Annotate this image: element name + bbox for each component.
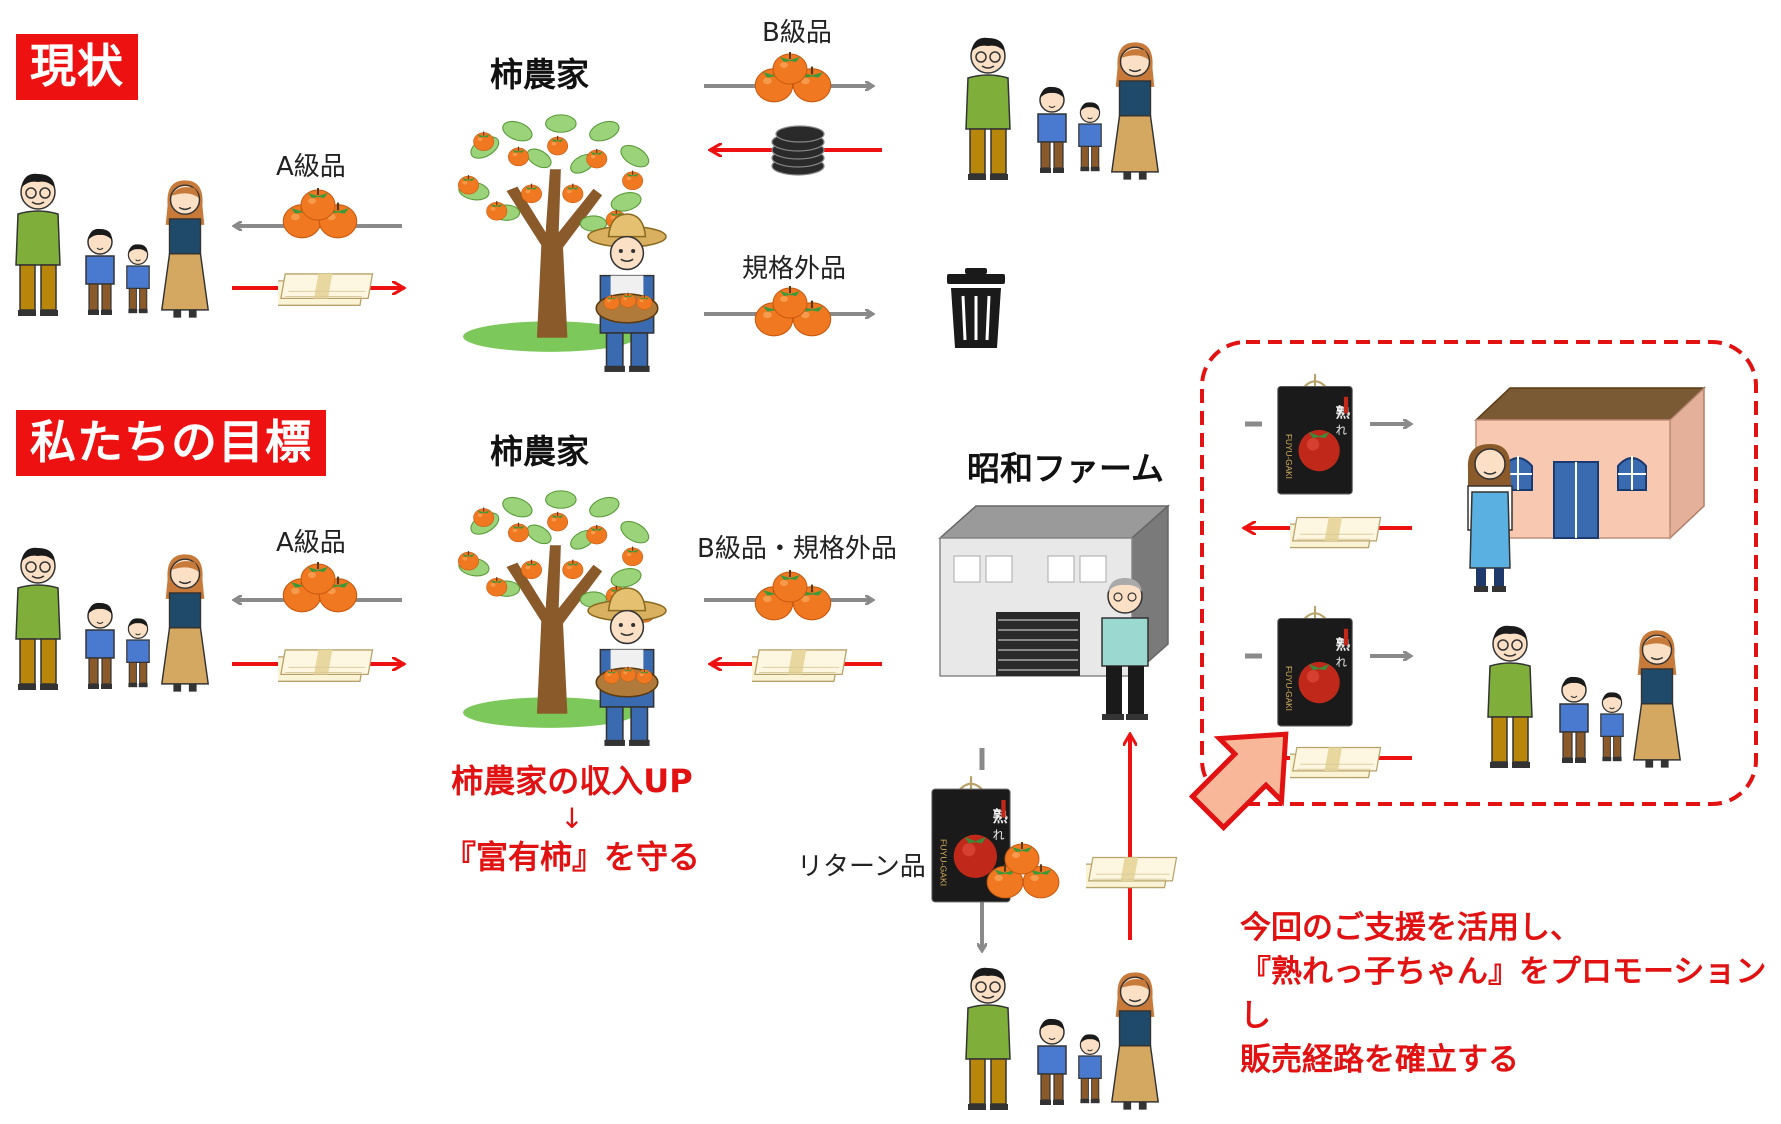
plan-line1: 今回のご支援を活用し、 — [1240, 910, 1581, 946]
family-icon — [1487, 625, 1681, 769]
plan-line3: 販売経路を確立する — [1240, 1042, 1519, 1078]
product-package-icon — [1276, 604, 1354, 728]
header-farmer-bottom: 柿農家 — [490, 432, 589, 471]
persimmon-icon — [282, 561, 358, 613]
persimmon-icon — [986, 841, 1060, 899]
family-icon — [965, 37, 1159, 181]
plan-text: 今回のご支援を活用し、 『熟れっ子ちゃん』をプロモーションし 販売経路を確立する — [1240, 906, 1781, 1082]
coins-icon — [771, 125, 825, 176]
farmer-icon — [580, 584, 674, 748]
persimmon-icon — [754, 51, 832, 103]
label-b-grade-top: B級品 — [762, 18, 832, 48]
label-return-item: リターン品 — [797, 852, 926, 882]
money-bundle-icon — [1290, 746, 1382, 779]
section-tag-goal: 私たちの目標 — [16, 410, 326, 476]
product-package-icon — [1276, 372, 1354, 496]
family-icon — [965, 967, 1159, 1111]
money-bundle-icon — [278, 273, 374, 307]
header-showa-farm: 昭和ファーム — [967, 449, 1165, 488]
money-bundle-icon — [1086, 856, 1178, 889]
farmer-benefit-line2: 『富有柿』を守る — [443, 838, 700, 876]
plan-line2: 『熟れっ子ちゃん』をプロモーションし — [1240, 954, 1767, 1034]
highlight-arrow-icon — [1188, 731, 1289, 832]
label-b-and-off-spec: B級品・規格外品 — [697, 534, 897, 564]
persimmon-icon — [754, 569, 832, 621]
family-icon — [15, 547, 209, 693]
label-a-grade-bottom: A級品 — [276, 528, 346, 558]
label-off-spec-top: 規格外品 — [742, 254, 847, 284]
shopkeeper-icon — [1467, 444, 1513, 592]
farmer-benefit-text: 柿農家の収入UP ↓ 『富有柿』を守る — [432, 758, 712, 880]
trash-can-icon — [947, 268, 1005, 348]
header-farmer-top: 柿農家 — [490, 55, 589, 94]
elderly-man-icon — [1101, 578, 1149, 720]
persimmon-icon — [754, 285, 832, 337]
section-tag-current: 現状 — [16, 34, 138, 100]
money-bundle-icon — [1290, 516, 1382, 549]
farmer-benefit-line1: 柿農家の収入UP — [451, 762, 693, 800]
label-a-grade-top: A級品 — [276, 152, 346, 182]
factory-icon — [938, 504, 1170, 678]
farmer-benefit-arrow: ↓ — [560, 802, 584, 835]
money-bundle-icon — [752, 649, 848, 683]
persimmon-icon — [282, 187, 358, 239]
family-icon — [15, 173, 209, 319]
farmer-icon — [580, 210, 674, 374]
money-bundle-icon — [278, 649, 374, 683]
